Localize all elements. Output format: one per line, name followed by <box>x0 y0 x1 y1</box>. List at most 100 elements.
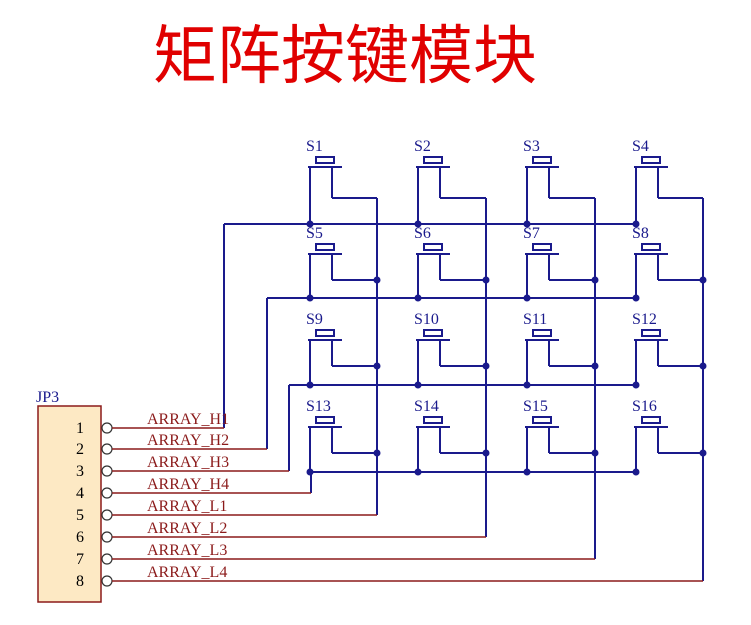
switch-label: S4 <box>632 138 649 155</box>
pin-number: 8 <box>76 573 84 590</box>
connector-pin-5: 5 ARRAY_L1 <box>76 498 377 524</box>
connector-pin-2: 2 ARRAY_H2 <box>76 432 267 458</box>
junction-dot <box>591 276 599 284</box>
junction-dot <box>523 220 531 228</box>
net-label: ARRAY_H3 <box>147 454 229 471</box>
connector-pin-1: 1 ARRAY_H1 <box>76 411 229 437</box>
switch-s5: S5 <box>306 225 342 262</box>
switch-label: S16 <box>632 398 657 415</box>
pin-number: 2 <box>76 441 84 458</box>
junction-dot <box>306 220 314 228</box>
pin-terminal <box>101 465 113 477</box>
switch-plunger <box>641 329 661 337</box>
switch-label: S5 <box>306 225 323 242</box>
junction-dot <box>373 362 381 370</box>
net-label: ARRAY_L3 <box>147 542 227 559</box>
switch-s4: S4 <box>632 138 668 175</box>
junction-dot <box>523 294 531 302</box>
switch-plunger <box>532 156 552 164</box>
connector-pin-7: 7 ARRAY_L3 <box>76 542 595 568</box>
pin-terminal <box>101 509 113 521</box>
switch-label: S8 <box>632 225 649 242</box>
net-label: ARRAY_H1 <box>147 411 229 428</box>
pin-terminal <box>101 553 113 565</box>
junction-dot <box>373 276 381 284</box>
switch-s14: S14 <box>414 398 450 435</box>
pin-terminal <box>101 575 113 587</box>
switch-label: S1 <box>306 138 323 155</box>
net-label: ARRAY_L1 <box>147 498 227 515</box>
junction-dot <box>591 362 599 370</box>
switch-label: S3 <box>523 138 540 155</box>
connector-pin-3: 3 ARRAY_H3 <box>76 454 289 480</box>
pin-number: 1 <box>76 420 84 437</box>
switch-label: S11 <box>523 311 547 328</box>
junction-dot <box>414 468 422 476</box>
connector-pin-6: 6 ARRAY_L2 <box>76 520 486 546</box>
net-label: ARRAY_L2 <box>147 520 227 537</box>
junction-dot <box>632 468 640 476</box>
junction-dot <box>414 220 422 228</box>
switch-plunger <box>423 329 443 337</box>
junction-layer <box>306 220 707 476</box>
junction-dot <box>306 468 314 476</box>
switch-label: S2 <box>414 138 431 155</box>
switch-plunger <box>532 243 552 251</box>
switch-label: S9 <box>306 311 323 328</box>
junction-dot <box>373 449 381 457</box>
switch-plunger <box>532 329 552 337</box>
junction-dot <box>523 381 531 389</box>
connector-ref: JP3 <box>36 389 59 406</box>
net-label: ARRAY_H4 <box>147 476 229 493</box>
switch-plunger <box>315 243 335 251</box>
net-label: ARRAY_H2 <box>147 432 229 449</box>
switch-s15: S15 <box>523 398 559 435</box>
switch-plunger <box>641 243 661 251</box>
switch-plunger <box>641 156 661 164</box>
switch-label: S10 <box>414 311 439 328</box>
switch-plunger <box>315 329 335 337</box>
pin-number: 5 <box>76 507 84 524</box>
switch-label: S14 <box>414 398 439 415</box>
pin-number: 3 <box>76 463 84 480</box>
schematic-title: 矩阵按键模块 <box>153 20 537 94</box>
switch-label: S6 <box>414 225 431 242</box>
switch-s1: S1 <box>306 138 342 175</box>
junction-dot <box>632 294 640 302</box>
switch-s10: S10 <box>414 311 450 348</box>
switch-s9: S9 <box>306 311 342 348</box>
switch-label: S13 <box>306 398 331 415</box>
net-label: ARRAY_L4 <box>147 564 227 581</box>
switch-plunger <box>532 416 552 424</box>
pin-terminal <box>101 531 113 543</box>
switch-s13: S13 <box>306 398 342 435</box>
switch-plunger <box>423 416 443 424</box>
junction-dot <box>482 362 490 370</box>
junction-dot <box>482 449 490 457</box>
pin-terminal <box>101 422 113 434</box>
junction-dot <box>414 294 422 302</box>
connector-pins: 1ARRAY_H12ARRAY_H23ARRAY_H34ARRAY_H45ARR… <box>76 411 703 590</box>
pin-terminal <box>101 487 113 499</box>
switch-s12: S12 <box>632 311 668 348</box>
junction-dot <box>699 276 707 284</box>
junction-dot <box>414 381 422 389</box>
switch-s6: S6 <box>414 225 450 262</box>
switch-plunger <box>315 156 335 164</box>
switch-plunger <box>641 416 661 424</box>
switch-label: S15 <box>523 398 548 415</box>
connector-body <box>37 405 102 603</box>
switch-label: S7 <box>523 225 540 242</box>
junction-dot <box>632 220 640 228</box>
junction-dot <box>482 276 490 284</box>
junction-dot <box>632 381 640 389</box>
switch-plunger <box>423 243 443 251</box>
wire-layer <box>223 175 704 581</box>
switch-s7: S7 <box>523 225 559 262</box>
pin-number: 7 <box>76 551 84 568</box>
pin-number: 6 <box>76 529 84 546</box>
junction-dot <box>591 449 599 457</box>
